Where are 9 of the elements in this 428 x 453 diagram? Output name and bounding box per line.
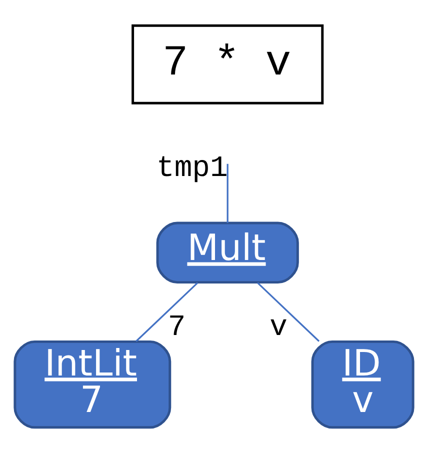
connector — [257, 282, 320, 342]
node-box: Mult — [156, 222, 299, 284]
edge-label: tmp1 — [156, 151, 228, 186]
node-box: 7 * v — [132, 24, 324, 104]
node-box: IntLit 7 — [14, 340, 172, 429]
connector — [136, 282, 198, 342]
edge-label: v — [270, 310, 288, 344]
connector — [226, 164, 228, 223]
node-box: ID v — [311, 340, 414, 429]
